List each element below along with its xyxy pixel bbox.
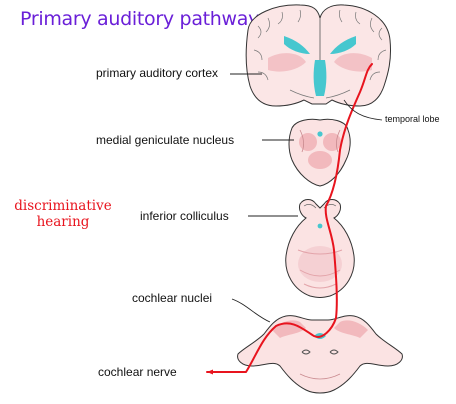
- label-medial-geniculate-nucleus: medial geniculate nucleus: [96, 133, 235, 147]
- side-note-line-1: discriminative: [14, 198, 112, 214]
- olivary-nuclei: [301, 349, 339, 355]
- leader-cn: [231, 298, 271, 323]
- label-primary-auditory-cortex: primary auditory cortex: [96, 66, 219, 80]
- nerve-arrow-tail: [207, 369, 213, 375]
- deep-nucleus-right: [334, 53, 372, 72]
- gyri: [253, 9, 387, 81]
- pontine-area: [298, 246, 342, 282]
- midbrain-section: [285, 199, 355, 298]
- diagram-title: Primary auditory pathway: [20, 8, 260, 30]
- leader-temporal: [343, 99, 383, 121]
- side-note: discriminative hearing: [8, 198, 118, 230]
- mgn-left: [299, 133, 317, 151]
- label-inferior-colliculus: inferior colliculus: [140, 209, 229, 223]
- mgn-right: [323, 133, 341, 151]
- pyramids: [299, 373, 341, 380]
- pontine-fibers: [297, 249, 343, 289]
- medulla-section: [237, 315, 403, 394]
- lateral-ventricle-right: [330, 36, 356, 54]
- lateral-ventricle-left: [284, 36, 310, 54]
- cerebrum-outline: [245, 4, 391, 107]
- temporal-sulci: [289, 89, 351, 99]
- aqueduct: [317, 131, 323, 137]
- thalamic-section: [288, 118, 351, 187]
- cerebral-aqueduct: [317, 223, 323, 229]
- label-cochlear-nuclei: cochlear nuclei: [132, 291, 213, 305]
- third-ventricle: [313, 60, 327, 96]
- thalamic-fibers: [299, 129, 341, 153]
- label-temporal-lobe: temporal lobe: [385, 114, 440, 124]
- cochlear-nucleus-right: [334, 320, 368, 338]
- side-note-line-2: hearing: [36, 214, 90, 230]
- label-cochlear-nerve: cochlear nerve: [98, 365, 177, 379]
- deep-nucleus-left: [268, 53, 306, 72]
- tegmentum: [308, 151, 332, 169]
- brain-section: [245, 4, 391, 107]
- medulla-outline: [237, 315, 403, 394]
- auditory-pathway: [206, 63, 373, 373]
